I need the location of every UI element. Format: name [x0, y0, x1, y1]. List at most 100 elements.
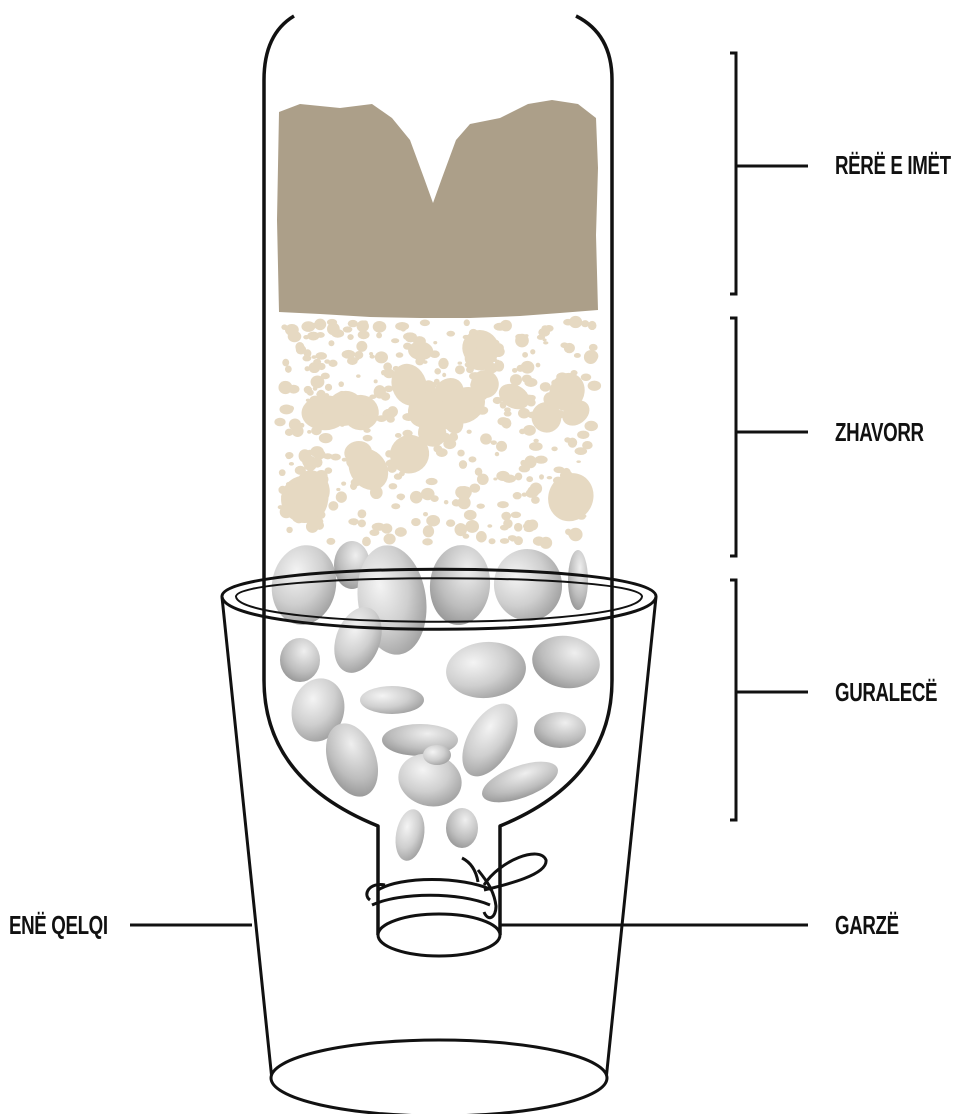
gravel-stone-small: [463, 406, 475, 414]
gravel-stone-small: [415, 357, 424, 365]
gravel-stone-small: [529, 442, 543, 451]
gravel-stone-small: [510, 374, 522, 386]
gravel-stone-small: [311, 375, 325, 388]
gravel-stone-small: [477, 503, 485, 508]
gravel-stone-small: [434, 368, 441, 374]
gravel-stone-small: [369, 352, 373, 356]
gravel-stone-small: [316, 332, 325, 338]
string-bow-right: [484, 854, 546, 890]
gravel-stone-small: [442, 373, 446, 377]
gravel-stone-small: [347, 334, 353, 340]
gravel-stone-small: [463, 341, 468, 344]
gravel-stone-small: [411, 518, 421, 526]
gravel-stone-small: [366, 415, 370, 418]
gravel-stone-small: [403, 332, 417, 340]
gravel-stone-small: [427, 421, 431, 424]
gravel-stone-small: [524, 378, 537, 387]
gravel-stone-small: [493, 478, 497, 481]
label-pebbles: GURALECË: [835, 679, 937, 705]
gravel-stone-small: [313, 450, 325, 460]
gravel-stone-small: [358, 446, 365, 454]
gravel-stone-small: [407, 387, 418, 396]
gravel-stone-small: [567, 474, 571, 478]
gravel-stone-small: [565, 529, 571, 535]
fine-sand-layer: [277, 100, 598, 318]
gravel-stone-small: [325, 384, 332, 391]
gravel-stone-small: [551, 379, 559, 386]
gravel-stone-small: [588, 321, 597, 330]
gravel-stone-small: [340, 424, 344, 427]
gravel-stone-small: [362, 320, 368, 324]
gravel-stone-small: [327, 322, 340, 335]
gravel-stone-small: [556, 373, 565, 381]
bracket-fine-sand: [730, 53, 736, 294]
string-wrap-1: [378, 880, 492, 891]
gravel-stone-small: [383, 362, 392, 371]
gravel-stone-small: [504, 407, 511, 412]
pebble: [427, 543, 494, 628]
gravel-stone-small: [328, 454, 332, 458]
gravel-stone-small: [311, 426, 322, 435]
gravel-stone-small: [307, 409, 313, 414]
gravel-stone-small: [514, 536, 523, 545]
gravel-stone-small: [470, 379, 482, 390]
gravel-stone-small: [381, 370, 386, 376]
gravel-stone-small: [581, 374, 591, 381]
gravel-stone-small: [571, 498, 583, 507]
gravel-stone-small: [556, 389, 561, 392]
gravel-stone-small: [543, 338, 547, 341]
gravel-stone-small: [455, 523, 468, 536]
gravel-stone-small: [480, 433, 492, 444]
string-tail: [478, 870, 496, 918]
gravel-stone-small: [374, 379, 378, 383]
gravel-stone-small: [318, 363, 326, 370]
gravel-stone-small: [500, 538, 509, 544]
gravel-stone-small: [414, 492, 420, 498]
gauze-tie: [367, 854, 546, 918]
gravel-stone-small: [293, 516, 304, 523]
gravel-stone-small: [274, 418, 285, 427]
gravel-stone-small: [395, 376, 402, 382]
gravel-stone-small: [571, 370, 578, 376]
gravel-stone-small: [338, 381, 344, 387]
gravel-stone-small: [527, 520, 538, 531]
gravel-stone-small: [372, 523, 385, 531]
gravel-stone-small: [281, 493, 289, 501]
gravel-stone-small: [539, 474, 544, 479]
gravel-stone-small: [449, 428, 456, 432]
gravel-stone-small: [370, 486, 383, 499]
gravel-stone-small: [369, 395, 376, 399]
gravel-stone-small: [533, 536, 545, 545]
pebble: [360, 686, 424, 714]
gravel-stone-small: [336, 488, 340, 491]
gravel-stone-small: [571, 488, 579, 495]
gravel-stone-small: [512, 368, 517, 373]
gravel-stone-small: [537, 409, 547, 419]
gravel-stone-small: [314, 490, 324, 497]
gravel-stone-small: [393, 366, 399, 371]
gravel-stone-small: [326, 538, 335, 545]
gravel-stone-small: [285, 366, 292, 373]
gravel-stone-small: [384, 533, 396, 544]
gravel-stone-small: [357, 475, 365, 481]
gravel-stone-small: [564, 343, 575, 353]
gravel-layer: [274, 316, 601, 549]
gravel-stone-small: [533, 439, 538, 443]
gravel-stone-small: [493, 397, 502, 404]
pebble: [528, 630, 604, 693]
gravel-stone-small: [392, 457, 397, 461]
gravel-stone-small: [295, 342, 304, 352]
gravel-stone-small: [521, 361, 535, 374]
pebble: [446, 808, 478, 848]
gravel-stone-small: [399, 471, 405, 476]
gravel-stone-small: [348, 320, 358, 327]
gravel-stone-small: [501, 512, 511, 521]
gravel-stone-small: [524, 455, 536, 468]
gravel-stone-small: [362, 537, 371, 547]
gravel-stone-small: [406, 369, 413, 374]
gravel-stone-small: [320, 420, 333, 428]
gravel-stone-small: [356, 374, 361, 377]
gravel-stone-small: [386, 416, 394, 423]
gravel-stone-small: [467, 430, 472, 434]
